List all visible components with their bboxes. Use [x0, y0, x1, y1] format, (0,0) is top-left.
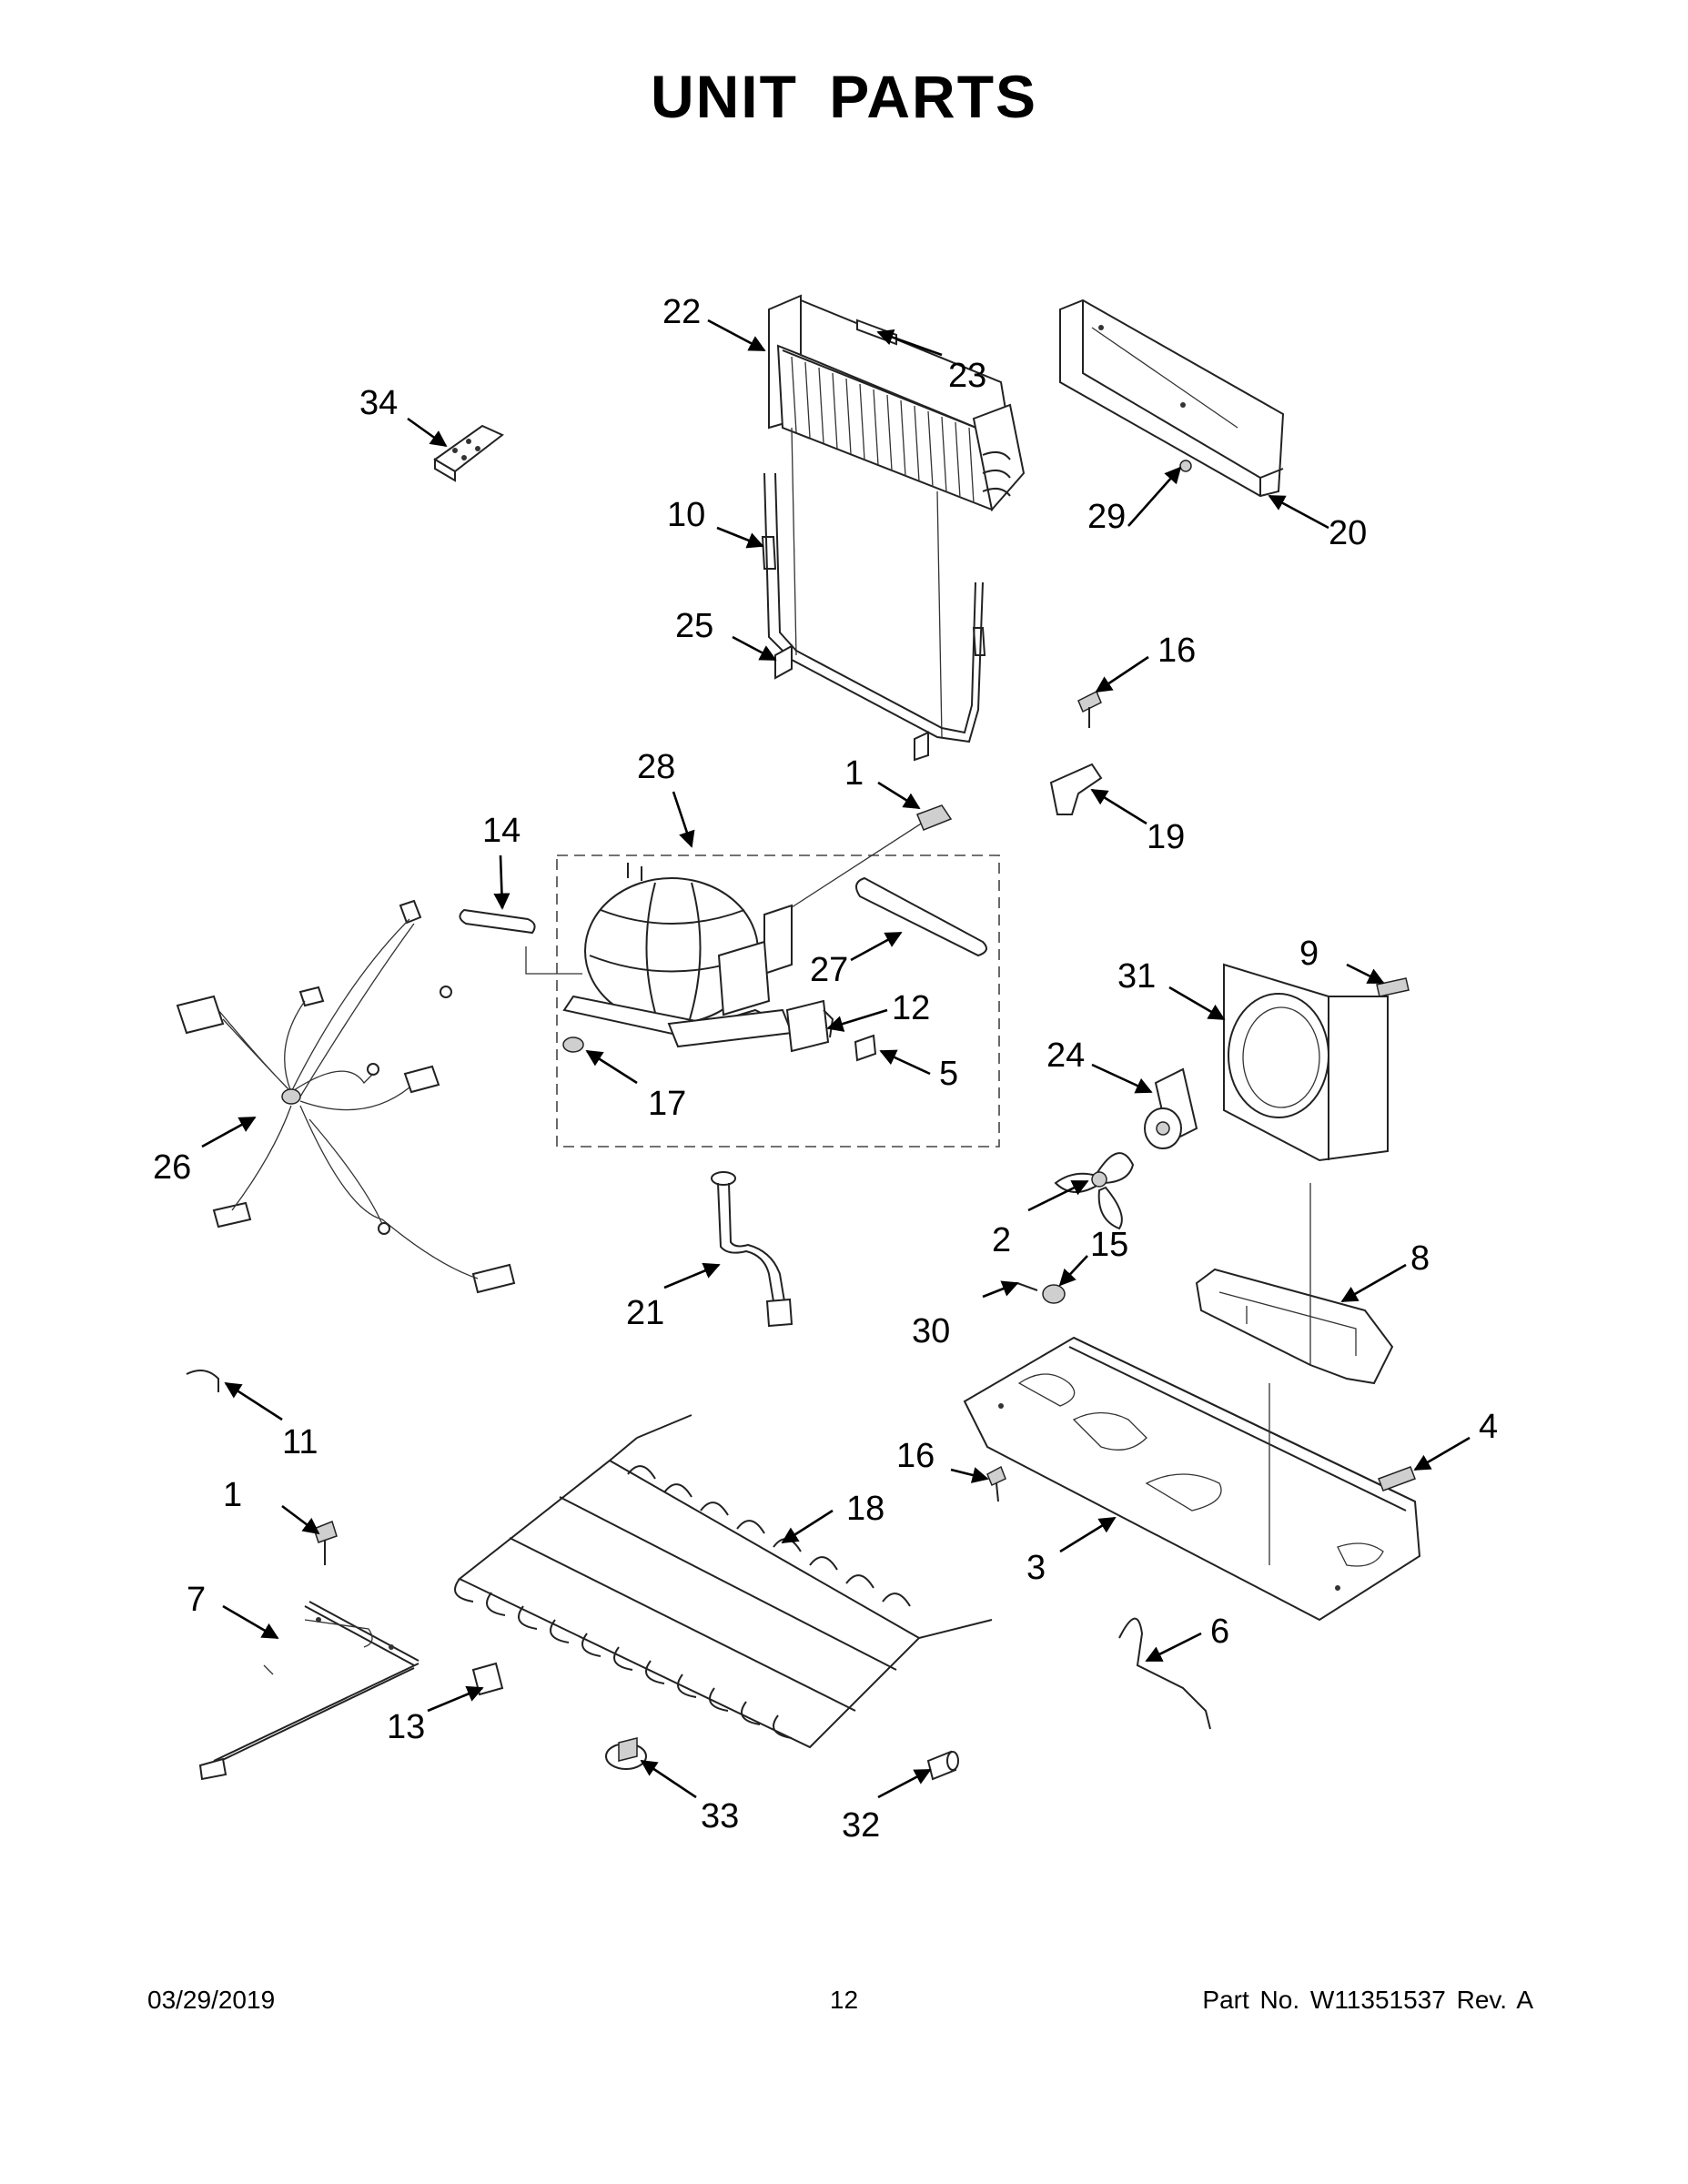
- part-6-wire-hook: [1118, 1617, 1211, 1730]
- callout-31: 31: [1117, 957, 1156, 996]
- part-30-pin: [1016, 1282, 1038, 1291]
- part-5-capacitor: [854, 1034, 877, 1062]
- part-32-fitting: [926, 1750, 959, 1781]
- callout-5: 5: [939, 1055, 958, 1093]
- callout-15: 15: [1090, 1226, 1128, 1264]
- callout-11: 11: [282, 1423, 318, 1461]
- callout-10: 10: [667, 496, 705, 534]
- callout-6: 6: [1210, 1613, 1229, 1651]
- footer-page-number: 12: [829, 1986, 859, 2014]
- part-34-board: [433, 424, 504, 482]
- part-1-screw-bottom: [313, 1521, 338, 1565]
- part-9-screw: [1376, 977, 1410, 997]
- callout-34: 34: [359, 384, 398, 422]
- part-25-defrost-heater: [761, 472, 986, 762]
- part-11-clip: [186, 1370, 219, 1392]
- callout-16-top: 16: [1157, 632, 1196, 670]
- part-7-heater-wires: [198, 1601, 419, 1781]
- part-14-wire: [459, 908, 536, 935]
- part-31-fan-shroud: [1223, 963, 1389, 1162]
- callout-20: 20: [1329, 514, 1367, 552]
- part-15-grommet: [1042, 1284, 1066, 1304]
- part-1-screw-top: [916, 804, 953, 831]
- callout-1-top: 1: [844, 754, 864, 793]
- callout-13: 13: [387, 1708, 425, 1746]
- footer-date: 03/29/2019: [147, 1986, 276, 2014]
- callout-4: 4: [1479, 1408, 1498, 1446]
- part-16-screw-top: [1077, 690, 1102, 728]
- callout-24: 24: [1046, 1036, 1085, 1075]
- compressor: [562, 863, 793, 1048]
- callout-7: 7: [187, 1581, 206, 1619]
- callout-9: 9: [1299, 935, 1319, 973]
- part-18-condenser: [454, 1414, 993, 1749]
- callout-19: 19: [1147, 818, 1185, 856]
- callout-16-bottom: 16: [896, 1437, 935, 1475]
- part-3-base-plate: [963, 1336, 1421, 1622]
- callout-arrows: [201, 318, 1471, 1799]
- callout-14: 14: [482, 812, 521, 850]
- part-8-bracket: [1195, 1183, 1394, 1385]
- part-21-drain-tube: [711, 1171, 793, 1328]
- part-19-clip: [1049, 763, 1103, 815]
- callout-17: 17: [648, 1085, 686, 1123]
- part-22-evaporator: [768, 294, 1026, 738]
- callout-26: 26: [153, 1148, 191, 1187]
- callout-33: 33: [701, 1797, 739, 1835]
- callout-28: 28: [637, 748, 675, 786]
- callout-30: 30: [912, 1312, 950, 1350]
- part-29-screw: [1179, 460, 1192, 472]
- callout-29: 29: [1087, 498, 1126, 536]
- callout-8: 8: [1410, 1239, 1430, 1278]
- part-28-compressor-assembly: [525, 818, 1000, 1148]
- part-16-screw-bottom: [986, 1465, 1006, 1502]
- callout-18: 18: [846, 1490, 884, 1528]
- callout-1-bottom: 1: [223, 1476, 242, 1514]
- callout-32: 32: [842, 1806, 880, 1845]
- callout-22: 22: [662, 293, 701, 331]
- part-24-fan-motor: [1144, 1067, 1198, 1149]
- part-33-thermostat: [605, 1737, 647, 1770]
- part-27-drier: [855, 876, 987, 957]
- callout-12: 12: [892, 989, 930, 1027]
- part-26-wire-harness: [176, 899, 516, 1294]
- callout-2: 2: [992, 1221, 1011, 1259]
- footer-part-number: Part No. W11351537 Rev. A: [1202, 1986, 1533, 2014]
- callout-21: 21: [626, 1294, 664, 1332]
- page-title: UNIT PARTS: [650, 63, 1038, 130]
- part-20-duct-cover: [1059, 298, 1285, 498]
- callout-23: 23: [948, 357, 986, 395]
- callout-3: 3: [1026, 1549, 1046, 1587]
- part-17-grommet: [562, 1036, 584, 1053]
- callout-27: 27: [810, 951, 848, 989]
- part-12-relay: [785, 999, 834, 1053]
- callout-labels: 34 22 23 29 20 10 25 16 19 28 1 14 27 12…: [153, 293, 1498, 1845]
- part-4-screw: [1378, 1466, 1416, 1491]
- callout-25: 25: [675, 607, 713, 645]
